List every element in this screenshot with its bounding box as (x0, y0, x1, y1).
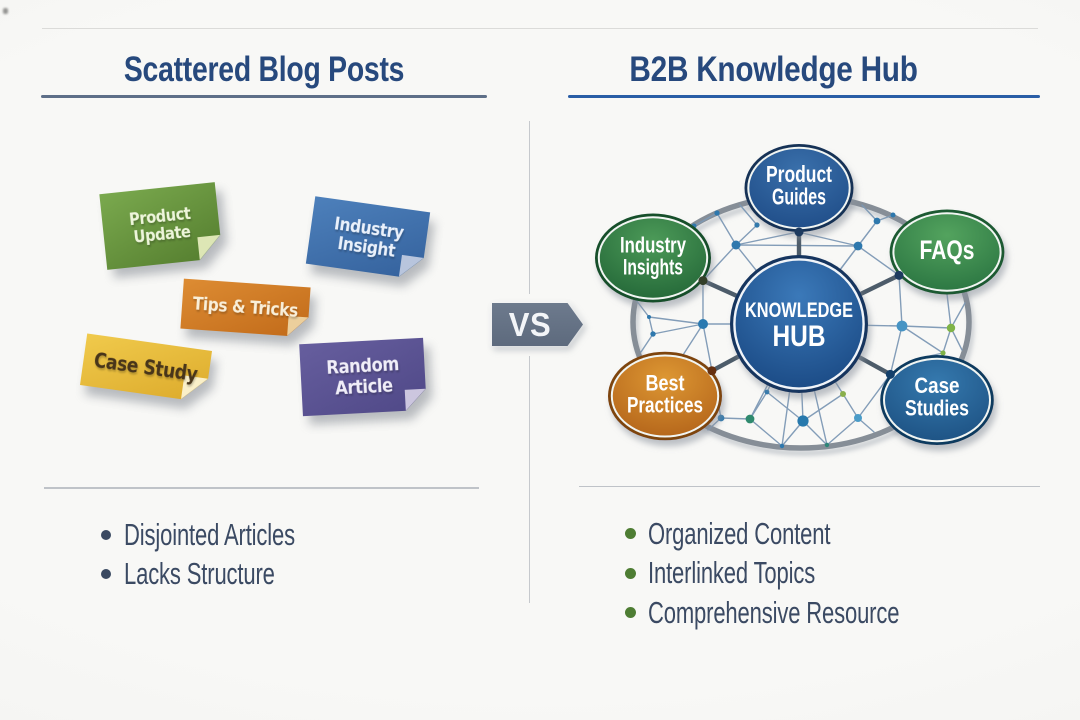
vs-arrow: VS (492, 303, 583, 346)
photo-corner-artifact (3, 8, 8, 14)
network-nodes (647, 210, 956, 449)
satellite-label-line: Studies (905, 396, 969, 421)
center-divider-top (528, 121, 530, 294)
left-bullet-list: Disjointed Articles Lacks Structure (101, 515, 365, 594)
list-item: Lacks Structure (101, 555, 365, 595)
satellite-faqs: FAQs (889, 209, 1005, 295)
network-node (854, 414, 862, 422)
spoke-junction-dot (698, 276, 708, 286)
center-divider-bottom (528, 356, 530, 603)
bullet-dot (101, 569, 111, 580)
left-bullets-divider (44, 487, 479, 489)
network-node (873, 217, 881, 225)
satellite-label-line: Product (766, 161, 832, 187)
bullet-dot (625, 567, 636, 579)
satellite-label-line: Insights (623, 255, 683, 280)
right-panel-title: B2B Knowledge Hub (629, 50, 919, 89)
network-node (745, 414, 755, 424)
bullet-dot (101, 529, 111, 540)
satellite-label-line: Guides (772, 184, 826, 210)
right-bullets-divider (579, 485, 1040, 487)
network-node (698, 319, 708, 329)
hub-label-line2: HUB (773, 320, 826, 353)
spoke-junction-dot (894, 270, 904, 280)
left-panel-title: Scattered Blog Posts (123, 50, 405, 89)
top-rule (42, 28, 1038, 29)
network-node (824, 442, 830, 448)
network-node (764, 389, 770, 395)
network-node (940, 350, 946, 356)
network-node (731, 240, 741, 250)
spoke-junction-dot (885, 369, 895, 379)
vs-label: VS (509, 305, 552, 343)
list-item: Interlinked Topics (625, 554, 1002, 594)
network-node (797, 415, 809, 427)
network-node (853, 241, 863, 251)
satellite-label-line: Practices (627, 393, 703, 418)
left-title-underline (41, 95, 487, 98)
satellite-label-line: FAQs (920, 235, 975, 265)
right-bullet-list: Organized Content Interlinked Topics Com… (625, 514, 1002, 633)
network-node (946, 323, 956, 333)
network-node (779, 443, 785, 449)
network-node (890, 212, 896, 218)
hub-label-line1: KNOWLEDGE (745, 298, 853, 322)
right-title-underline (568, 94, 1040, 98)
list-item: Disjointed Articles (101, 515, 365, 555)
network-node (840, 391, 846, 397)
network-node (896, 320, 908, 332)
list-item: Organized Content (625, 514, 1002, 554)
network-node (714, 210, 720, 216)
satellite-label-line: Case (915, 373, 960, 398)
spoke-junction-dot (707, 366, 717, 376)
network-node (647, 315, 651, 319)
network-node (650, 331, 656, 337)
satellite-label-line: Industry (620, 233, 687, 258)
network-node (754, 222, 760, 228)
spoke-junction-dot (794, 227, 804, 237)
bullet-dot (625, 528, 636, 540)
list-item: Comprehensive Resource (625, 593, 1002, 633)
network-node (717, 414, 725, 422)
satellite-label-line: Best (646, 371, 686, 396)
bullet-dot (625, 607, 636, 619)
